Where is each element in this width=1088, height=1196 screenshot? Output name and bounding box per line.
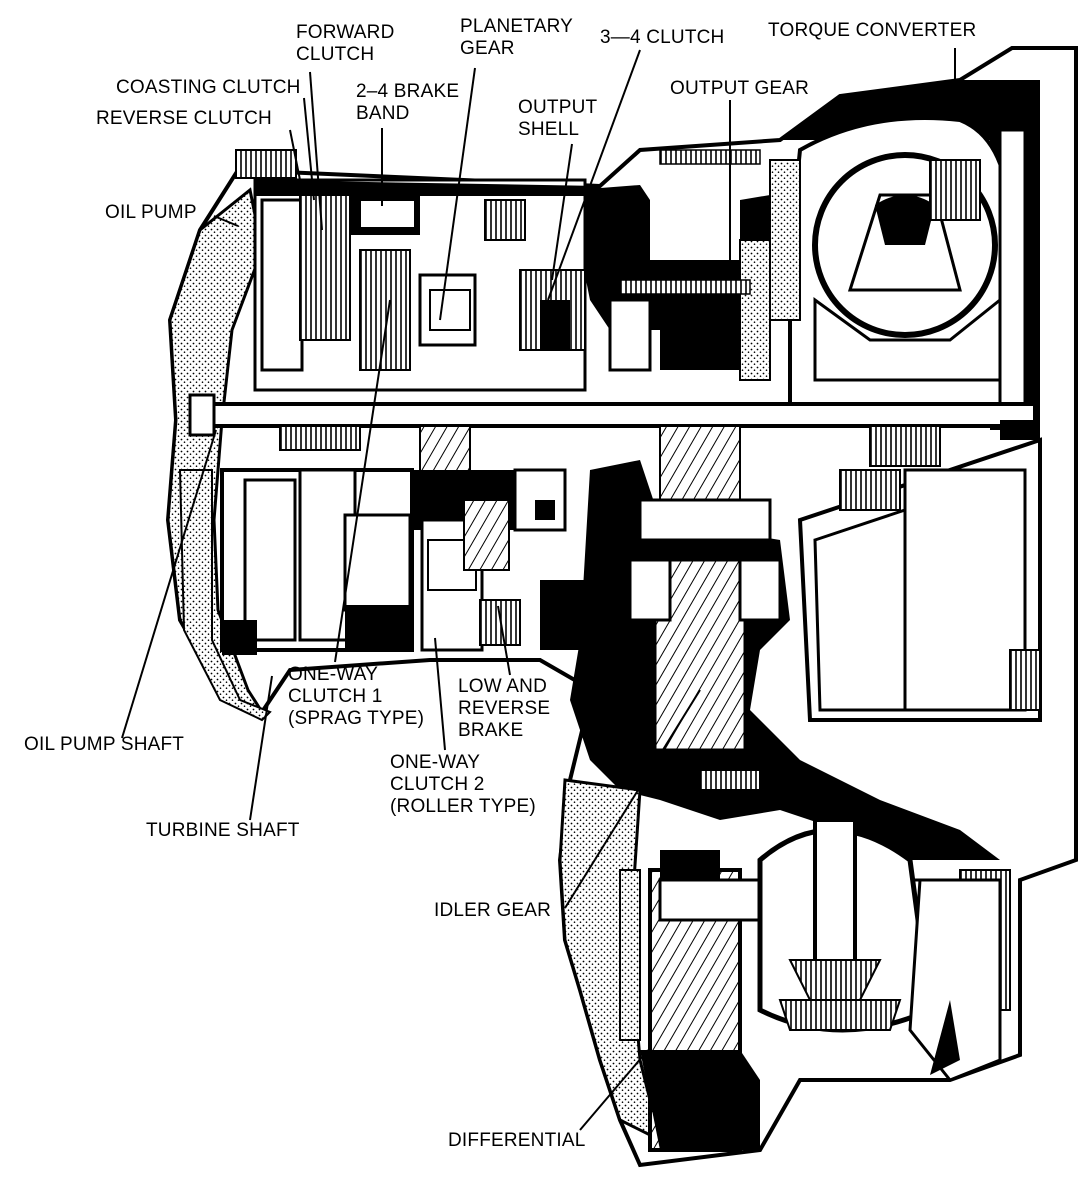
- label-oil-pump-shaft: OIL PUMP SHAFT: [24, 734, 185, 755]
- leader-planetary-gear: [439, 67, 476, 321]
- label-output-gear: OUTPUT GEAR: [670, 78, 810, 99]
- output-gear-assembly: [575, 149, 771, 381]
- label-34-clutch: 3—4 CLUTCH: [600, 27, 725, 48]
- label-low-reverse-brake-line2: REVERSE: [458, 698, 551, 719]
- idler-gear-assembly: [570, 460, 1000, 860]
- label-output-shell: OUTPUT SHELL: [518, 97, 597, 141]
- label-forward-clutch-line2: CLUTCH: [296, 44, 375, 65]
- label-differential: DIFFERENTIAL: [448, 1130, 586, 1151]
- label-oil-pump: OIL PUMP: [105, 202, 197, 223]
- label-24-brake-band-line1: 2–4 BRAKE: [356, 81, 460, 102]
- label-one-way-clutch-1-line1: ONE-WAY: [288, 664, 379, 685]
- leader-low-reverse: [497, 605, 511, 676]
- label-output-shell-line2: SHELL: [518, 119, 580, 140]
- leader-forward-clutch: [309, 71, 323, 231]
- leader-coasting-clutch: [303, 97, 315, 201]
- label-reverse-clutch: REVERSE CLUTCH: [96, 108, 272, 129]
- label-low-reverse-brake-line1: LOW AND: [458, 676, 548, 697]
- leader-lines: [121, 48, 956, 1131]
- torque-converter: [769, 80, 1040, 430]
- label-one-way-clutch-1-line2: CLUTCH 1: [288, 686, 383, 707]
- clutch-pack-region: [235, 149, 600, 392]
- label-forward-clutch: FORWARD CLUTCH: [296, 22, 395, 66]
- label-turbine-shaft: TURBINE SHAFT: [146, 820, 300, 841]
- label-one-way-clutch-2-line2: CLUTCH 2: [390, 774, 485, 795]
- label-one-way-clutch-1-line3: (SPRAG TYPE): [288, 708, 425, 729]
- leader-one-way-clutch-2: [434, 637, 446, 751]
- leader-output-shell: [551, 143, 573, 281]
- main-shaft: [188, 393, 1040, 507]
- label-forward-clutch-line1: FORWARD: [296, 22, 395, 43]
- label-low-reverse-brake: LOW AND REVERSE BRAKE: [458, 676, 550, 742]
- leader-differential: [579, 1049, 649, 1131]
- label-planetary-gear-line1: PLANETARY: [460, 16, 574, 37]
- label-24-brake-band-line2: BAND: [356, 103, 410, 124]
- label-low-reverse-brake-line3: BRAKE: [458, 720, 524, 741]
- leader-reverse-clutch: [289, 129, 303, 191]
- leader-34-clutch: [547, 49, 641, 301]
- label-planetary-gear: PLANETARY GEAR: [460, 16, 573, 60]
- label-planetary-gear-line2: GEAR: [460, 38, 515, 59]
- leader-turbine-shaft: [249, 675, 273, 821]
- label-24-brake-band: 2–4 BRAKE BAND: [356, 81, 459, 125]
- label-torque-converter: TORQUE CONVERTER: [768, 20, 977, 41]
- label-idler-gear: IDLER GEAR: [434, 900, 552, 921]
- leader-idler-gear: [564, 689, 701, 909]
- label-coasting-clutch: COASTING CLUTCH: [116, 77, 301, 98]
- label-one-way-clutch-2-line3: (ROLLER TYPE): [390, 796, 536, 817]
- label-one-way-clutch-1: ONE-WAY CLUTCH 1 (SPRAG TYPE): [288, 664, 424, 730]
- label-output-shell-line1: OUTPUT: [518, 97, 598, 118]
- label-one-way-clutch-2-line1: ONE-WAY: [390, 752, 481, 773]
- leader-oil-pump-shaft: [121, 429, 217, 739]
- differential-assembly: [558, 778, 1011, 1152]
- leader-oil-pump: [213, 215, 239, 227]
- turbine-housing: [797, 437, 1042, 722]
- oil-pump-housing: [166, 187, 272, 722]
- label-one-way-clutch-2: ONE-WAY CLUTCH 2 (ROLLER TYPE): [390, 752, 536, 818]
- leader-one-way-clutch-1: [334, 299, 391, 663]
